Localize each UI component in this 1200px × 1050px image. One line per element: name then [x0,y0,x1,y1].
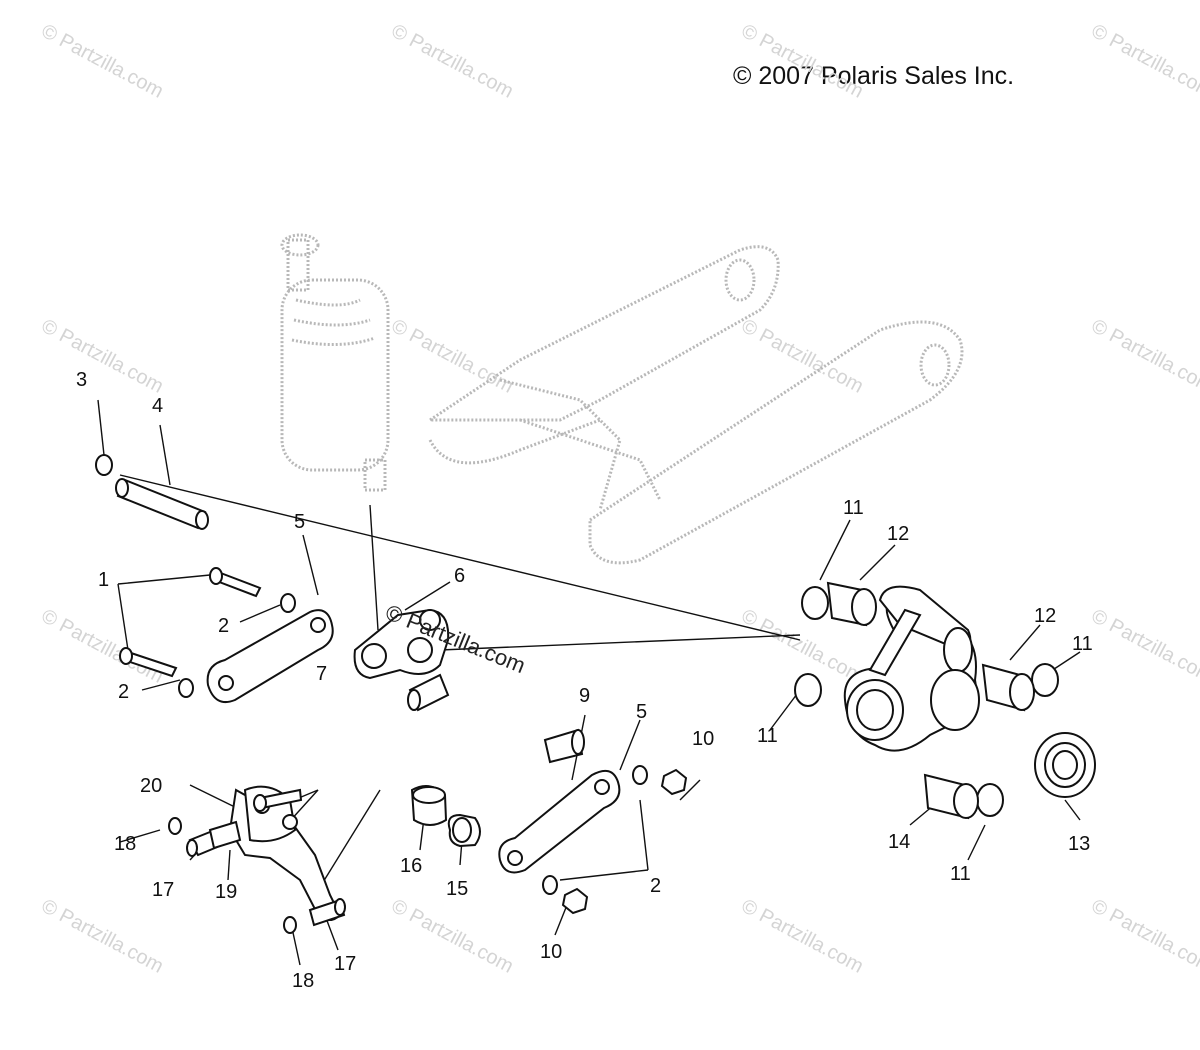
callout-5: 5 [636,701,647,723]
nut [660,768,688,796]
callout-17: 17 [334,953,356,975]
washer [280,593,296,613]
parts [95,454,1096,934]
seal-ring [1031,663,1059,697]
copyright-notice: © 2007 Polaris Sales Inc. [733,62,1015,90]
bushing [447,813,481,848]
nut [561,887,589,915]
bushing [981,663,1035,712]
pivot-pin [115,478,209,530]
callout-11: 11 [1072,633,1093,655]
link-arm [498,769,621,874]
callout-20: 20 [140,775,162,797]
callout-13: 13 [1068,833,1090,855]
callout-14: 14 [888,831,910,853]
callout-2: 2 [218,615,229,637]
ghost-shock-absorber [280,233,390,492]
cap [168,817,182,835]
bushing [410,785,448,826]
bushing [826,581,877,627]
seal-ring [801,586,829,620]
callout-10: 10 [692,728,714,750]
callout-11: 11 [757,725,778,747]
seal-ring [976,783,1004,817]
callout-11: 11 [950,863,971,885]
spacer [407,673,450,712]
callout-17: 17 [152,879,174,901]
bushing [923,773,979,820]
watermark: © Partzilla.com [1088,20,1200,103]
callout-4: 4 [152,395,163,417]
cap [283,916,297,934]
watermark: © Partzilla.com [388,20,517,103]
seal-ring [794,673,822,707]
callout-11: 11 [843,497,864,519]
ghost-swingarm [425,245,964,565]
bolt [253,788,303,812]
bolts [119,567,262,678]
link-arm [206,609,334,704]
bracket-assembly [228,785,342,921]
watermark: © Partzilla.com [738,315,867,398]
callout-1: 1 [98,569,109,591]
callout-10: 10 [540,941,562,963]
watermark: © Partzilla.com [738,895,867,978]
leader-lines [97,399,1081,966]
retaining-ring [95,454,113,476]
rocker-arm [353,608,450,680]
watermark: © Partzilla.com [1088,895,1200,978]
watermark: © Partzilla.com [738,20,867,103]
watermark: © Partzilla.com [388,315,517,398]
washer [632,765,648,785]
callout-2: 2 [118,681,129,703]
callout-5: 5 [294,511,305,533]
callout-18: 18 [292,970,314,992]
callout-2: 2 [650,875,661,897]
bushing [543,728,585,764]
callout-3: 3 [76,369,87,391]
callout-15: 15 [446,878,468,900]
callout-12: 12 [887,523,909,545]
watermark: © Partzilla.com [388,895,517,978]
bearing [1034,732,1096,798]
watermark: © Partzilla.com [1088,605,1200,688]
callout-labels: 1222345567910101111111112121314151617171… [76,369,1093,992]
fitting [186,820,242,857]
callout-7: 7 [316,663,327,685]
watermark: © Partzilla.com [38,20,167,103]
callout-6: 6 [454,565,465,587]
watermark: © Partzilla.com [38,895,167,978]
watermark: © Partzilla.com [38,605,167,688]
callout-16: 16 [400,855,422,877]
watermark: © Partzilla.com [38,315,167,398]
washer [542,875,558,895]
callout-19: 19 [215,881,237,903]
watermark: © Partzilla.com [1088,315,1200,398]
washer [178,678,194,698]
callout-18: 18 [114,833,136,855]
callout-9: 9 [579,685,590,707]
fitting [308,898,346,927]
callout-12: 12 [1034,605,1056,627]
large-rocker-arm [843,585,980,752]
